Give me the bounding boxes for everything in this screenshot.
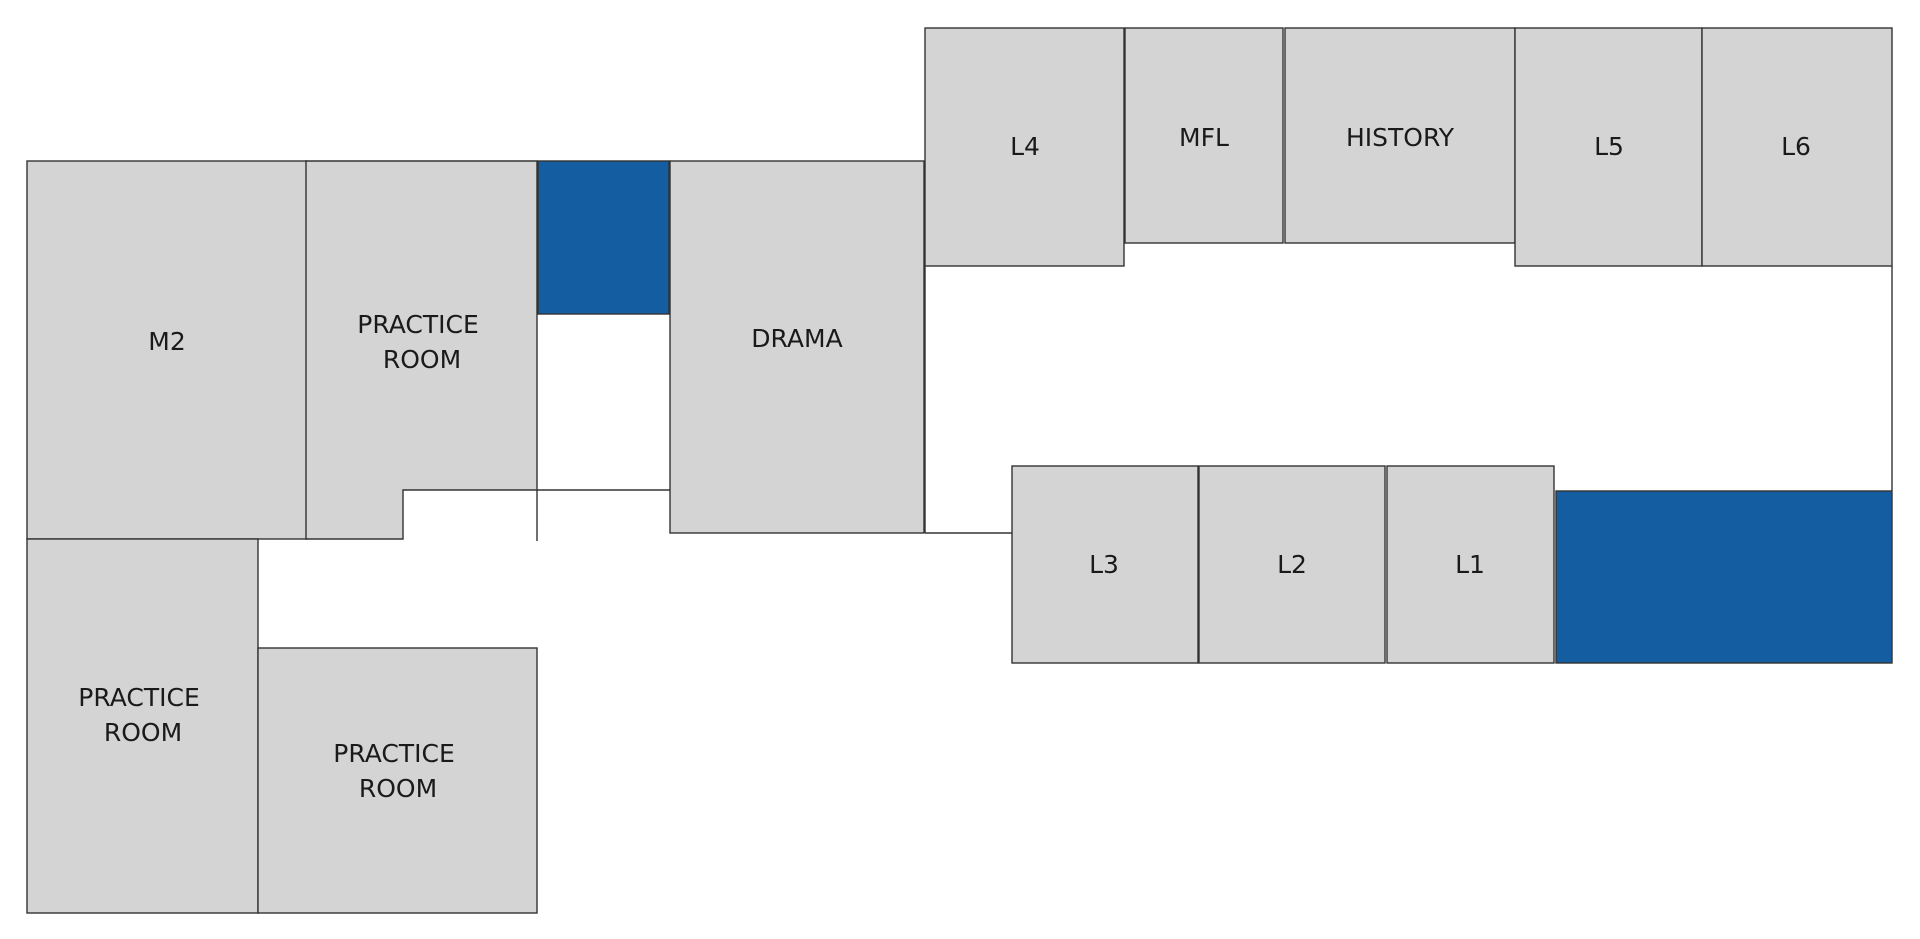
room-m2[interactable]: M2	[26, 160, 308, 540]
room-practice-room-top[interactable]: PRACTICE ROOM	[305, 160, 538, 540]
room-l5[interactable]: L5	[1514, 27, 1703, 267]
room-practice-room-left[interactable]: PRACTICE ROOM	[26, 538, 259, 914]
highlighted-area-east[interactable]	[1555, 490, 1893, 664]
room-drama[interactable]: DRAMA	[669, 160, 925, 534]
room-l1[interactable]: L1	[1386, 465, 1555, 664]
highlighted-area-stairwell[interactable]	[537, 160, 670, 315]
room-mfl[interactable]: MFL	[1124, 27, 1284, 244]
room-l3[interactable]: L3	[1011, 465, 1199, 664]
room-history[interactable]: HISTORY	[1284, 27, 1516, 244]
room-l6[interactable]: L6	[1701, 27, 1893, 267]
corridor-walls	[536, 266, 1893, 541]
room-practice-room-bottom[interactable]: PRACTICE ROOM	[257, 647, 538, 914]
room-l2[interactable]: L2	[1198, 465, 1386, 664]
room-l4[interactable]: L4	[924, 27, 1125, 267]
